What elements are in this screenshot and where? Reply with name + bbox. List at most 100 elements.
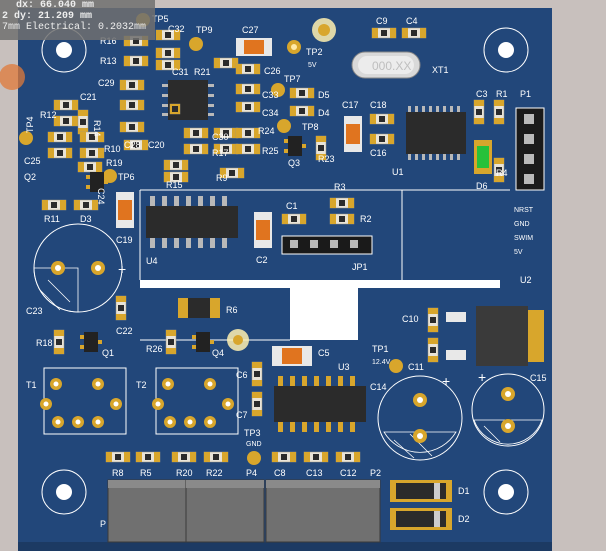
diode-d1[interactable] (390, 480, 452, 502)
smd-passive[interactable] (163, 171, 189, 183)
transistor-sot23[interactable] (80, 332, 102, 352)
smd-passive[interactable] (401, 27, 427, 39)
smd-passive[interactable] (47, 147, 73, 159)
smd-passive[interactable] (79, 131, 105, 143)
smd-passive[interactable] (183, 143, 209, 155)
smd-passive[interactable] (77, 161, 103, 173)
smd-passive[interactable] (53, 329, 65, 355)
smd-passive[interactable] (235, 63, 261, 75)
smd-passive[interactable] (235, 83, 261, 95)
ref-r5: R5 (140, 468, 152, 478)
smd-passive[interactable] (281, 213, 307, 225)
smd-passive[interactable] (171, 451, 197, 463)
smd-passive[interactable] (41, 199, 67, 211)
ref-c33: C33 (262, 90, 279, 100)
terminal-block-p3[interactable] (107, 479, 187, 543)
smd-passive[interactable] (183, 127, 209, 139)
ic-u3[interactable] (274, 376, 366, 432)
smd-passive[interactable] (251, 361, 263, 387)
testpoint-tp8[interactable] (277, 119, 291, 133)
jumper-jp1[interactable] (281, 235, 373, 255)
smd-passive[interactable] (47, 131, 73, 143)
smd-passive[interactable] (77, 109, 89, 135)
smd-passive[interactable] (123, 55, 149, 67)
testpoint-tp4[interactable] (19, 131, 33, 145)
smd-passive[interactable] (163, 159, 189, 171)
smd-passive[interactable] (289, 87, 315, 99)
testpoint-tp2[interactable] (287, 40, 301, 54)
tantalum-c5[interactable] (272, 346, 312, 366)
header-p1[interactable] (515, 107, 545, 191)
tantalum-c17[interactable] (344, 116, 362, 152)
smd-passive[interactable] (155, 59, 181, 71)
smd-passive[interactable] (155, 47, 181, 59)
terminal-block-p2[interactable] (265, 479, 381, 543)
transistor-sot23[interactable] (192, 332, 214, 352)
smd-passive[interactable] (73, 199, 99, 211)
smd-passive[interactable] (53, 115, 79, 127)
transistor-sot23[interactable] (284, 136, 306, 156)
ic-u4[interactable] (146, 196, 238, 248)
smd-passive[interactable] (473, 99, 485, 125)
testpoint-tp9[interactable] (189, 37, 203, 51)
smd-passive[interactable] (493, 99, 505, 125)
smd-passive[interactable] (271, 451, 297, 463)
smd-passive[interactable] (329, 213, 355, 225)
electrolytic-c23[interactable]: + (33, 223, 126, 313)
testpoint-tp3[interactable] (247, 451, 261, 465)
smd-passive[interactable] (165, 329, 177, 355)
smd-passive[interactable] (315, 135, 327, 161)
smd-passive[interactable] (135, 451, 161, 463)
tantalum-c2[interactable] (254, 212, 272, 248)
ref-r24: R24 (258, 126, 275, 136)
led-d6[interactable] (474, 140, 492, 174)
transistor-sot23[interactable] (86, 172, 108, 192)
tantalum-c19[interactable] (116, 192, 134, 228)
smd-passive[interactable] (119, 79, 145, 91)
electrolytic-c15[interactable]: + (471, 369, 545, 447)
transformer-t2[interactable] (152, 367, 239, 435)
smd-passive[interactable] (427, 337, 439, 363)
diode-d2[interactable] (390, 508, 452, 530)
smd-passive[interactable] (235, 127, 261, 139)
smd-passive[interactable] (371, 27, 397, 39)
smd-passive[interactable] (105, 451, 131, 463)
smd-passive[interactable] (251, 391, 263, 417)
smd-passive[interactable] (235, 101, 261, 113)
testpoint-tp7[interactable] (271, 83, 285, 97)
smd-passive[interactable] (203, 451, 229, 463)
transformer-t1[interactable] (40, 367, 127, 435)
smd-passive[interactable] (289, 105, 315, 117)
mounting-hole-bottom-left (41, 469, 87, 515)
regulator-u2[interactable] (446, 306, 544, 366)
testpoint-tp6[interactable] (103, 169, 117, 183)
smd-passive[interactable] (213, 57, 239, 69)
smd-passive[interactable] (219, 167, 245, 179)
smd-passive[interactable] (53, 99, 79, 111)
smd-passive[interactable] (115, 295, 127, 321)
testpoint-tp1[interactable] (389, 359, 403, 373)
smd-passive[interactable] (119, 99, 145, 111)
smd-passive[interactable] (123, 139, 149, 151)
ref-r18: R18 (36, 338, 53, 348)
smd-passive[interactable] (427, 307, 439, 333)
crystal-xt1[interactable]: 000.XX (351, 51, 421, 79)
smd-passive[interactable] (329, 197, 355, 209)
smd-passive[interactable] (493, 157, 505, 183)
smd-passive[interactable] (169, 103, 181, 115)
smd-passive[interactable] (369, 133, 395, 145)
electrolytic-c14[interactable]: + (377, 373, 463, 461)
smd-passive[interactable] (155, 29, 181, 41)
smd-passive[interactable] (369, 113, 395, 125)
tantalum-c27[interactable] (236, 38, 272, 56)
smd-passive[interactable] (235, 143, 261, 155)
smd-passive[interactable] (303, 451, 329, 463)
terminal-block-p4[interactable] (185, 479, 265, 543)
resistor-r6[interactable] (178, 298, 220, 318)
ref-c21: C21 (80, 92, 97, 102)
ic-u1[interactable] (406, 106, 466, 160)
smd-passive[interactable] (119, 121, 145, 133)
smd-passive[interactable] (79, 147, 105, 159)
smd-passive[interactable] (335, 451, 361, 463)
